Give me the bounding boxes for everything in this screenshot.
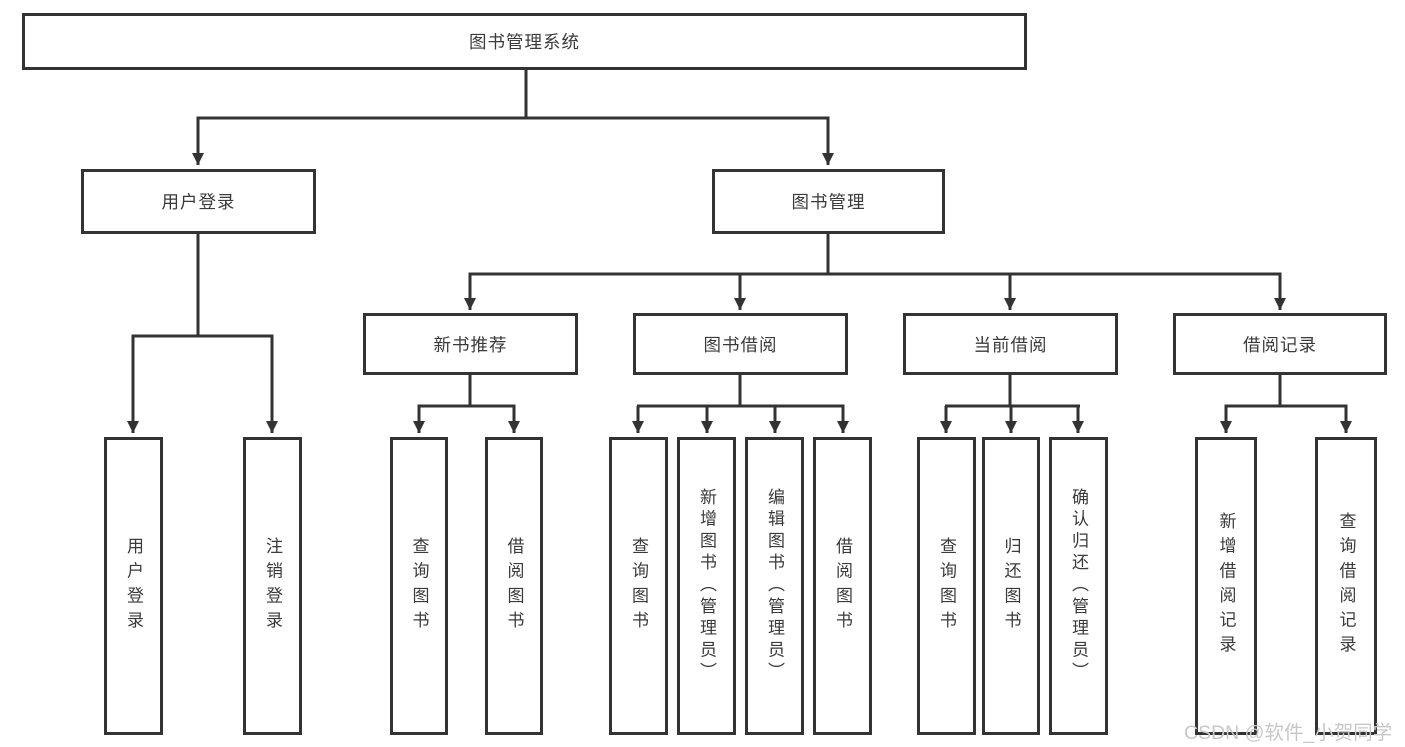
connector-book-borrowing-to-leaves — [632, 375, 849, 433]
node-label: 用户登录 — [124, 536, 143, 636]
connector-borrowing-records-to-leaves — [1220, 375, 1352, 433]
node-label: 注销登录 — [263, 536, 282, 636]
csdn-watermark: CSDN @软件_小贺同学 — [1184, 722, 1393, 744]
node-user-login: 用户登录 — [81, 169, 316, 234]
connector-book-mgmt-to-level3 — [464, 234, 1286, 310]
node-library-management-system: 图书管理系统 — [22, 13, 1027, 70]
leaf-logout: 注销登录 — [243, 437, 302, 735]
node-label: 用户登录 — [161, 192, 236, 212]
node-current-borrowing: 当前借阅 — [903, 313, 1118, 375]
node-label: 图书管理系统 — [469, 32, 580, 52]
node-label: 确认归还（管理员） — [1069, 488, 1088, 684]
leaf-add-borrow-record: 新增借阅记录 — [1195, 437, 1257, 735]
node-label: 借阅图书 — [504, 536, 524, 636]
node-label: 查询图书 — [409, 536, 429, 636]
node-label: 编辑图书（管理员） — [765, 488, 784, 684]
node-label: 新增借阅记录 — [1216, 512, 1236, 660]
node-new-book-recommend: 新书推荐 — [363, 313, 578, 375]
node-label: 新书推荐 — [433, 334, 508, 355]
leaf-edit-books-admin: 编辑图书（管理员） — [745, 437, 804, 735]
node-label: 当前借阅 — [973, 334, 1048, 355]
node-label: 借阅记录 — [1243, 334, 1317, 355]
leaf-borrow-books-recommend: 借阅图书 — [485, 437, 543, 735]
leaf-confirm-return-admin: 确认归还（管理员） — [1049, 437, 1108, 735]
node-label: 查询借阅记录 — [1336, 512, 1356, 660]
leaf-return-books: 归还图书 — [982, 437, 1040, 735]
node-label: 新增图书（管理员） — [697, 488, 716, 684]
connector-root-to-level2 — [192, 70, 834, 165]
leaf-borrow-books-borrowing: 借阅图书 — [813, 437, 872, 735]
leaf-add-books-admin: 新增图书（管理员） — [677, 437, 736, 735]
node-label: 查询图书 — [629, 536, 648, 636]
node-label: 图书借阅 — [703, 334, 778, 355]
node-label: 查询图书 — [937, 536, 956, 636]
node-book-borrowing: 图书借阅 — [633, 313, 848, 375]
connector-current-borrowing-to-leaves — [940, 375, 1084, 433]
leaf-query-books-current: 查询图书 — [917, 437, 976, 735]
node-label: 借阅图书 — [833, 536, 852, 636]
leaf-query-borrow-record: 查询借阅记录 — [1315, 437, 1377, 735]
node-label: 归还图书 — [1001, 536, 1021, 636]
node-book-management: 图书管理 — [712, 169, 945, 234]
leaf-query-books-borrowing: 查询图书 — [609, 437, 668, 735]
connector-user-login-to-leaves — [127, 234, 278, 433]
connector-new-book-rec-to-leaves — [413, 375, 520, 433]
node-label: 图书管理 — [791, 192, 866, 212]
leaf-user-login: 用户登录 — [104, 437, 163, 735]
leaf-query-books-recommend: 查询图书 — [390, 437, 448, 735]
node-borrowing-records: 借阅记录 — [1173, 313, 1387, 375]
